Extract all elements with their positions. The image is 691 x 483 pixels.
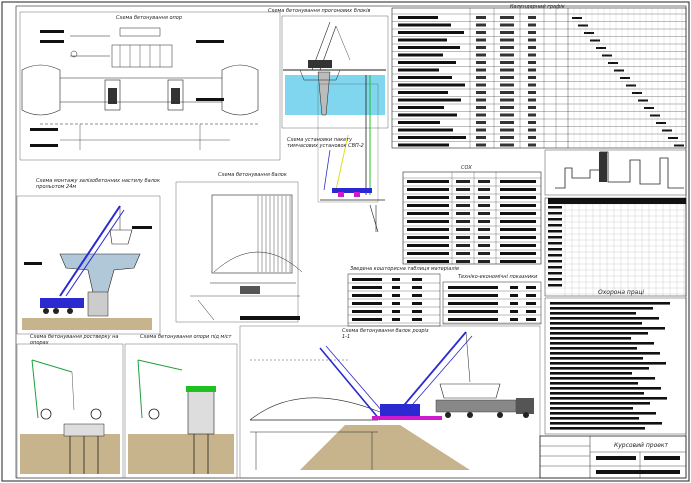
title-soh: СОХ (461, 165, 472, 171)
foundation-drawing (16, 343, 124, 479)
stamp-title: Курсовий проект (614, 442, 669, 449)
title-gantry-scheme: Схема установки пакету тимчасових устано… (287, 137, 364, 149)
title-concreting-scheme: Схема бетонування балок (218, 172, 287, 178)
title-safety: Охорона праці (598, 289, 645, 296)
calendar-plan-table (391, 7, 687, 149)
soh-table (402, 171, 542, 265)
gantry-drawing (317, 75, 385, 233)
schedule-grid-right (544, 197, 687, 297)
title-mounting-scheme: Схема монтажу залізобетонних настилу бал… (36, 178, 160, 190)
title-foundation-scheme: Схема бетонування ростверку на опорах (30, 334, 119, 346)
title-stamp (539, 435, 687, 479)
title-pier-scheme: Схема бетонування опори під міст (140, 334, 232, 340)
title-blocks-section: Схема бетонування балок розріз 1-1 (342, 328, 429, 340)
title-support-scheme: Схема бетонування опор (116, 15, 183, 21)
title-tech-econ: Техніко-економічні показники (458, 274, 538, 280)
span-blocks-drawing (281, 15, 389, 129)
mounting-drawing (16, 195, 161, 335)
tech-econ-table (442, 281, 542, 325)
title-calendar-plan: Календарний графік (510, 4, 565, 10)
title-budget: Зведена кошторисна таблиця матеріалів (350, 266, 459, 272)
concreting-drawing (175, 181, 303, 323)
support-plan-drawing (19, 11, 281, 161)
blocks-section-drawing (239, 325, 541, 479)
safety-text-block (544, 297, 687, 435)
resource-histogram (544, 149, 687, 196)
budget-table (347, 273, 441, 327)
pier-drawing (124, 343, 238, 479)
title-span-blocks: Схема бетонування прогонових блоків (268, 8, 371, 14)
